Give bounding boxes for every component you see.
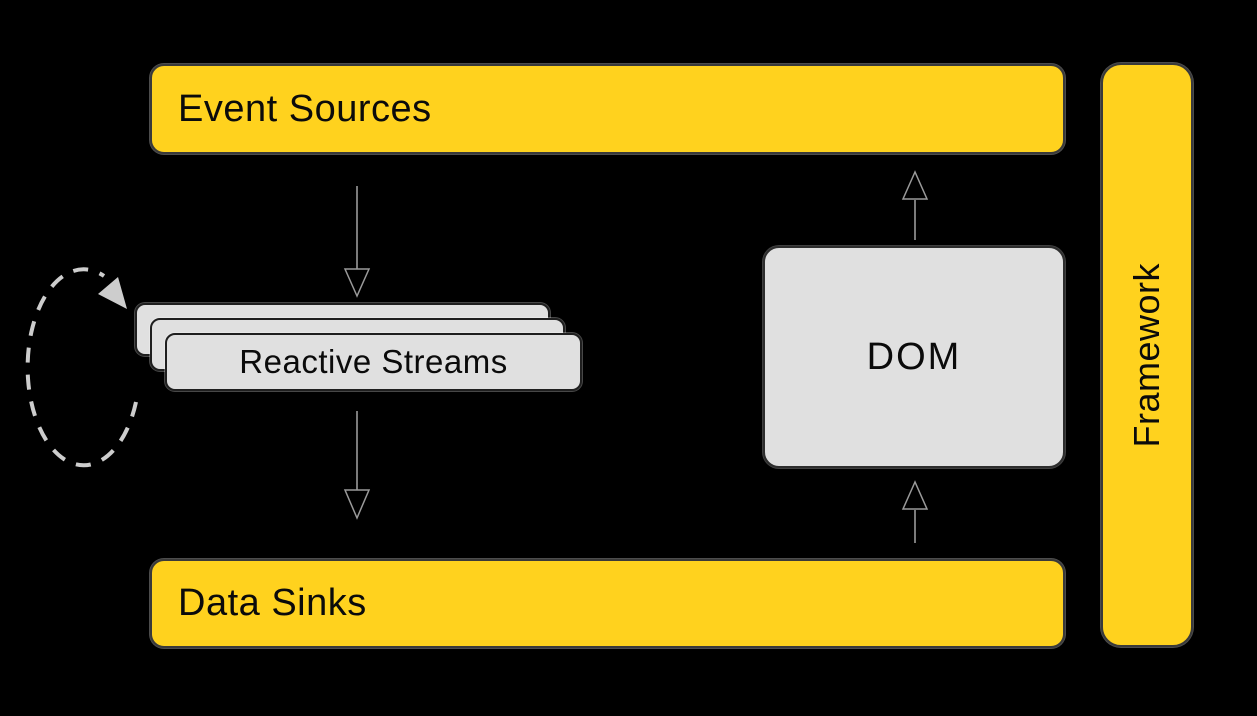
reactive-streams-label: Reactive Streams xyxy=(239,343,508,380)
framework-label: Framework xyxy=(1126,262,1167,448)
feedback-loop xyxy=(25,267,138,468)
arrow-down-icon xyxy=(343,268,371,298)
dom-box: DOM xyxy=(763,246,1065,468)
data-sinks-label: Data Sinks xyxy=(178,582,367,624)
arrow-down-icon xyxy=(343,489,371,520)
framework-bar: Framework xyxy=(1101,63,1193,647)
reactive-streams-stack: Reactive Streams xyxy=(135,303,585,393)
arrow-up-icon xyxy=(901,170,929,200)
arrow-dom-to-event-sources xyxy=(901,170,929,240)
event-sources-box: Event Sources xyxy=(150,64,1065,154)
loop-arrowhead-icon xyxy=(98,277,127,309)
arrow-data-sinks-to-dom xyxy=(901,480,929,543)
data-sinks-box: Data Sinks xyxy=(150,559,1065,648)
dom-label: DOM xyxy=(866,335,962,378)
arrow-up-icon xyxy=(901,480,929,510)
arrow-reactive-streams-to-data-sinks xyxy=(343,411,371,520)
reactive-streams-box: Reactive Streams xyxy=(165,333,582,391)
event-sources-label: Event Sources xyxy=(178,87,432,130)
arrow-event-sources-to-reactive-streams xyxy=(343,186,371,298)
